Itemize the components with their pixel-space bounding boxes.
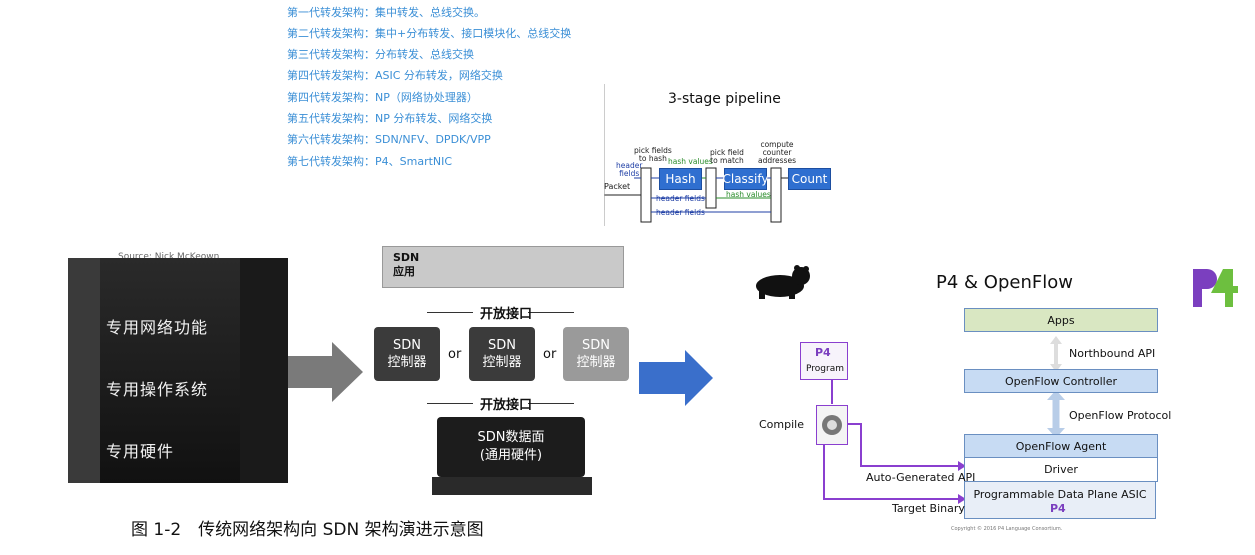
open-interface-label: 开放接口: [480, 398, 533, 413]
gray-arrow-icon: [288, 342, 363, 402]
sdn-app-stack: SDN 应用: [382, 246, 624, 288]
rack-side: [68, 258, 100, 483]
rack-label: 专用操作系统: [106, 380, 209, 399]
pick-field-match-label: pick field to match: [710, 148, 744, 165]
protocol-label: OpenFlow Protocol: [1069, 409, 1172, 422]
traditional-rack: 专用网络功能 专用操作系统 专用硬件: [68, 258, 288, 483]
compiler-box: [816, 405, 848, 445]
figure-caption: 图 1-2 传统网络架构向 SDN 架构演进示意图: [131, 520, 484, 540]
driver-box: Driver: [964, 457, 1158, 482]
target-binary-label: Target Binary: [892, 502, 965, 515]
pipeline-title: 3-stage pipeline: [668, 91, 781, 107]
rack-side: [240, 258, 288, 483]
divider: [528, 403, 574, 404]
header-fields-label: header fields: [656, 208, 705, 217]
controller-label: SDN: [393, 338, 421, 353]
controller-label: 控制器: [576, 355, 616, 370]
or-label: or: [543, 347, 557, 362]
data-plane-base: [432, 477, 592, 495]
header-fields-label: header fields: [616, 161, 643, 178]
data-plane-label: (通用硬件): [479, 448, 543, 463]
compile-label: Compile: [759, 418, 804, 431]
p4-logo-icon: P4: [815, 346, 831, 359]
packet-label: Packet: [604, 182, 631, 191]
header-fields-label: header fields: [656, 194, 705, 203]
generation-item: 第四代转发架构：ASIC 分布转发，网络交换: [287, 69, 503, 82]
copyright-text: Copyright © 2016 P4 Language Consortium.: [951, 526, 1063, 532]
asic-box: Programmable Data Plane ASIC: [964, 481, 1156, 519]
controller-label: 控制器: [482, 355, 522, 370]
bear-icon: [756, 265, 810, 299]
generation-item: 第二代转发架构：集中+分布转发、接口模块化、总线交换: [287, 27, 572, 40]
p4-flow-lines: [823, 336, 1065, 504]
generation-item: 第六代转发架构：SDN/NFV、DPDK/VPP: [287, 133, 491, 146]
generation-item: 第四代转发架构：NP（网络协处理器）: [287, 91, 478, 104]
hash-values-label: hash values: [668, 157, 713, 166]
sdn-data-plane: SDN数据面 (通用硬件): [437, 417, 585, 477]
controller-label: 控制器: [387, 355, 427, 370]
divider: [427, 312, 473, 313]
divider: [528, 312, 574, 313]
rack-label: 专用网络功能: [106, 318, 209, 337]
generation-item: 第一代转发架构：集中转发、总线交换。: [287, 6, 485, 19]
hash-values-label: hash values: [726, 190, 771, 199]
source-label: Source: Nick McKeown: [118, 252, 220, 262]
pick-fields-hash-label: pick fields to hash: [634, 146, 672, 163]
p4-logo-icon: [1193, 269, 1238, 307]
gear-compile-icon: [822, 415, 842, 435]
sdn-controller: SDN 控制器: [469, 327, 535, 381]
compute-counter-label: compute counter addresses: [758, 140, 796, 165]
controller-box: OpenFlow Controller: [964, 369, 1158, 393]
auto-api-label: Auto-Generated API: [866, 471, 976, 484]
apps-box: Apps: [964, 308, 1158, 332]
or-label: or: [448, 347, 462, 362]
sdn-app-label: SDN 应用: [393, 251, 420, 278]
asic-label: Programmable Data Plane ASIC: [973, 488, 1147, 501]
p4-program-doc: P4 Program: [800, 342, 848, 380]
program-label: Program: [806, 364, 844, 374]
generation-item: 第七代转发架构：P4、SmartNIC: [287, 155, 453, 168]
sdn-controller: SDN 控制器: [563, 327, 629, 381]
count-stage: Count: [788, 168, 831, 190]
p4-logo-icon: P4: [1050, 502, 1066, 515]
data-plane-label: SDN数据面: [477, 430, 545, 445]
classify-stage: Classify: [722, 168, 769, 190]
controller-label: SDN: [488, 338, 516, 353]
divider: [604, 84, 605, 226]
controller-label: SDN: [582, 338, 610, 353]
hash-stage: Hash: [659, 168, 702, 190]
p4-openflow-title: P4 & OpenFlow: [936, 272, 1073, 293]
northbound-label: Northbound API: [1069, 347, 1156, 360]
open-interface-label: 开放接口: [480, 307, 533, 322]
generation-item: 第五代转发架构：NP 分布转发、网络交换: [287, 112, 493, 125]
pipeline-diagram: Packet header fields pick fields to hash…: [604, 140, 844, 226]
agent-box: OpenFlow Agent: [964, 434, 1158, 458]
sdn-controller: SDN 控制器: [374, 327, 440, 381]
rack-label: 专用硬件: [106, 442, 175, 461]
divider: [427, 403, 473, 404]
generation-item: 第三代转发架构：分布转发、总线交换: [287, 48, 474, 61]
blue-arrow-icon: [639, 350, 713, 406]
